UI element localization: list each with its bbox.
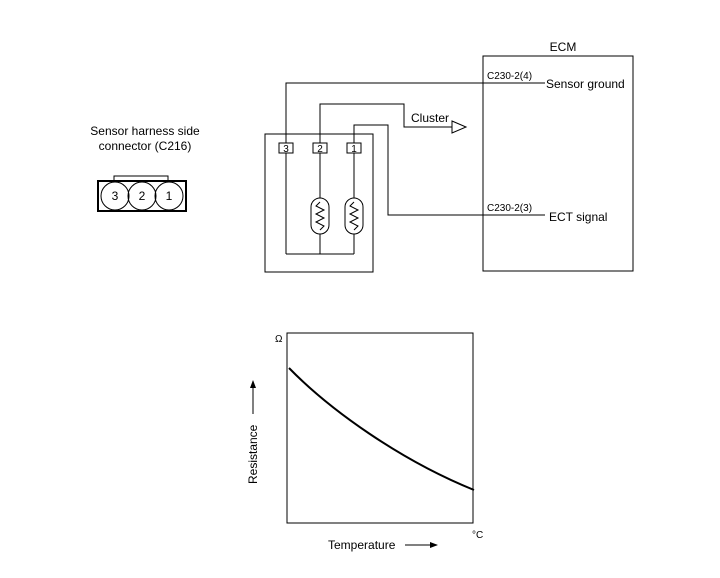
ecm-terminal-ground: C230-2(4)	[487, 71, 532, 82]
thermistor-1-zigzag	[314, 201, 326, 231]
sensor-ground-wire	[285, 82, 545, 143]
cluster-label: Cluster	[411, 111, 449, 125]
cluster-arrow-icon	[451, 120, 468, 134]
thermistor-2-zigzag	[348, 201, 360, 231]
graph-y-label: Resistance	[246, 424, 260, 484]
connector-pin-label: 1	[166, 189, 173, 203]
ect-signal-wire	[353, 124, 545, 216]
ecm-body	[482, 55, 634, 272]
graph-x-label: Temperature	[328, 538, 396, 552]
connector-title-line1: Sensor harness side	[90, 124, 200, 138]
ecm-label-ground: Sensor ground	[546, 77, 625, 91]
connector-pin-2	[127, 181, 157, 211]
graph-y-unit: Ω	[275, 334, 283, 345]
resistance-temperature-graph: Ω °C Temperature Resistance	[246, 332, 483, 552]
sensor-pin-label: 1	[351, 144, 357, 155]
ect-sensor: 3 2 1	[264, 133, 374, 273]
connector-title-line2: connector (C216)	[99, 139, 192, 153]
connector-pin-label: 3	[112, 189, 119, 203]
harness-connector: Sensor harness side connector (C216) 3 2…	[90, 124, 200, 212]
sensor-pin-label: 2	[317, 144, 323, 155]
ecm-title: ECM	[550, 40, 577, 54]
connector-body	[97, 180, 187, 212]
ecm-terminal-signal: C230-2(3)	[487, 203, 532, 214]
thermistor-1	[310, 197, 330, 235]
ecm-label-signal: ECT signal	[549, 210, 607, 224]
connector-pin-1	[154, 181, 184, 211]
resistance-curve	[288, 367, 475, 491]
connector-pin-3	[100, 181, 130, 211]
harness-wiring: Cluster	[285, 82, 545, 216]
thermistor-2	[344, 197, 364, 235]
sensor-pin-label: 3	[283, 144, 289, 155]
ecm-module: ECM C230-2(4) Sensor ground C230-2(3) EC…	[482, 40, 634, 272]
graph-frame	[286, 332, 474, 524]
graph-x-unit: °C	[472, 530, 483, 541]
sensor-body	[264, 133, 374, 273]
connector-pin-label: 2	[139, 189, 146, 203]
cluster-wire	[319, 103, 452, 143]
